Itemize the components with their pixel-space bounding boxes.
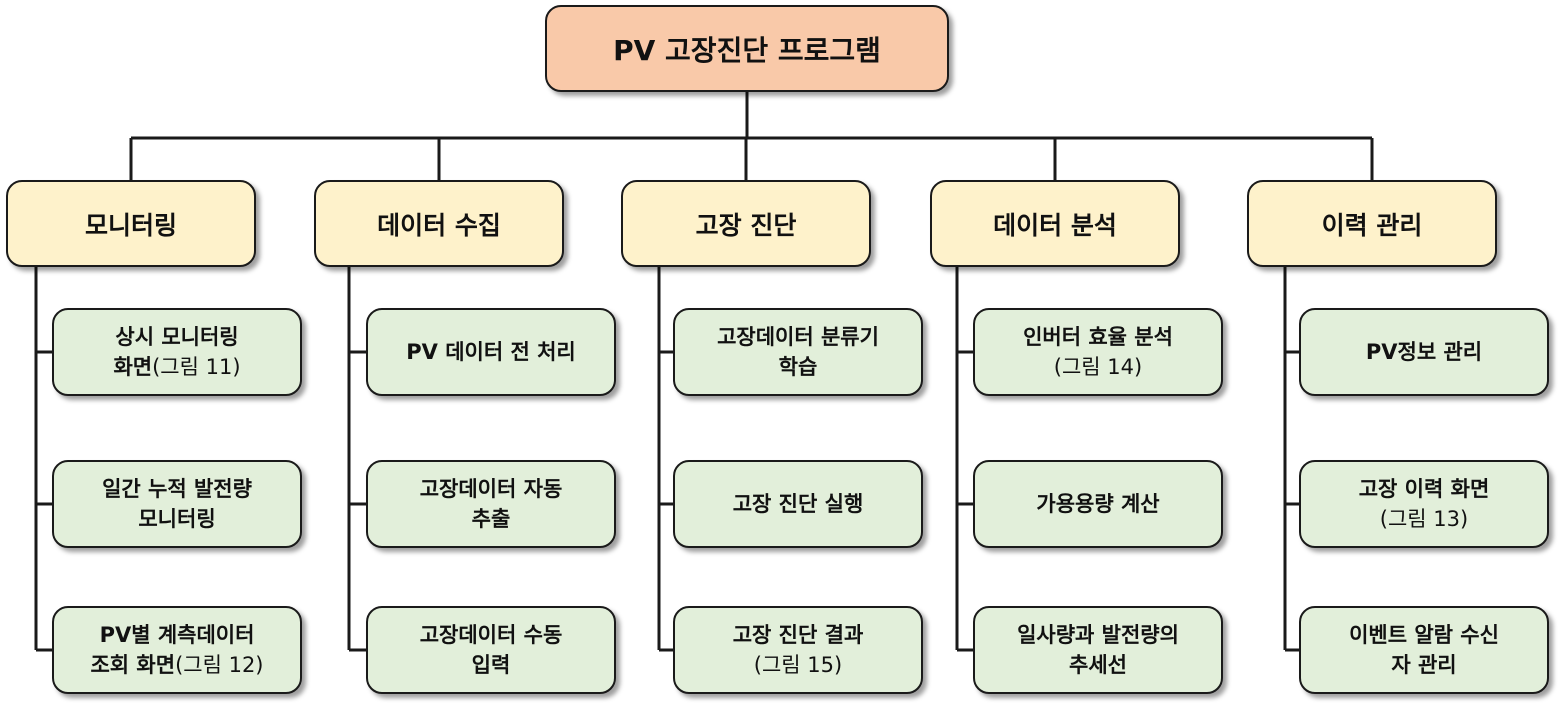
item-text-line: 고장데이터 분류기	[717, 322, 879, 352]
item-text-bold: 고장데이터 자동	[419, 477, 563, 501]
item-text-bold: 상시 모니터링	[115, 325, 239, 349]
item-text-line: 일간 누적 발전량	[102, 474, 252, 504]
category-box: 이력 관리	[1247, 180, 1497, 267]
item-text-bold: 일사량과 발전량의	[1017, 623, 1179, 647]
item-box: 인버터 효율 분석 (그림 14)	[973, 308, 1223, 396]
item-text-line: 화면(그림 11)	[113, 352, 240, 382]
item-text-bold: PV정보 관리	[1365, 340, 1483, 364]
item-text-line: 이벤트 알람 수신	[1349, 620, 1499, 650]
item-text-line: 학습	[779, 352, 818, 382]
category-label: 모니터링	[84, 210, 177, 240]
item-text-bold: 모니터링	[138, 507, 216, 531]
item-text-figure-ref: (그림 11)	[152, 355, 241, 379]
item-text-bold: 가용용량 계산	[1036, 492, 1160, 516]
item-text-line: 고장 이력 화면	[1359, 474, 1490, 504]
item-text-bold: 고장 진단 결과	[732, 623, 864, 647]
item-box: PV 데이터 전 처리	[366, 308, 616, 396]
item-text-line: PV정보 관리	[1366, 337, 1482, 367]
item-box: 고장 진단 결과 (그림 15)	[673, 606, 923, 694]
item-text-line: PV별 계측데이터	[100, 620, 255, 650]
item-text-line: (그림 14)	[1054, 352, 1142, 382]
item-text-bold: 화면	[113, 355, 153, 379]
item-text-line: 추세선	[1069, 650, 1127, 680]
item-text-figure-ref: (그림 12)	[175, 653, 264, 677]
item-text-bold: 조회 화면	[90, 653, 176, 677]
root-title: PV 고장진단 프로그램	[613, 33, 881, 67]
item-box: PV정보 관리	[1299, 308, 1549, 396]
item-text-bold: 고장데이터 분류기	[717, 325, 879, 349]
category-box: 데이터 분석	[930, 180, 1180, 267]
category-box: 모니터링	[6, 180, 256, 267]
category-label: 데이터 분석	[993, 210, 1117, 240]
item-text-bold: 고장데이터 수동	[419, 623, 563, 647]
item-text-figure-ref: (그림 13)	[1379, 507, 1469, 531]
item-text-line: 입력	[472, 650, 511, 680]
item-text-line: (그림 13)	[1380, 504, 1468, 534]
item-text-bold: 학습	[778, 355, 818, 379]
item-text-line: 조회 화면(그림 12)	[90, 650, 263, 680]
item-text-line: 인버터 효율 분석	[1023, 322, 1173, 352]
item-text-figure-ref: (그림 14)	[1053, 355, 1143, 379]
item-text-bold: PV별 계측데이터	[99, 623, 255, 647]
item-text-line: 모니터링	[138, 504, 215, 534]
item-text-bold: 인버터 효율 분석	[1023, 325, 1173, 349]
item-text-line: 고장 진단 결과	[733, 620, 864, 650]
item-text-line: 고장 진단 실행	[733, 489, 864, 519]
item-text-bold: 이벤트 알람 수신	[1349, 623, 1499, 647]
item-text-line: 상시 모니터링	[115, 322, 238, 352]
item-text-line: 일사량과 발전량의	[1017, 620, 1179, 650]
item-text-line: 고장데이터 자동	[420, 474, 563, 504]
category-box: 데이터 수집	[314, 180, 564, 267]
item-text-line: 추출	[472, 504, 511, 534]
item-text-bold: PV 데이터 전 처리	[406, 340, 576, 364]
item-text-bold: 고장 진단 실행	[732, 492, 864, 516]
category-box: 고장 진단	[621, 180, 871, 267]
item-box: 고장 이력 화면 (그림 13)	[1299, 460, 1549, 548]
item-text-bold: 입력	[471, 653, 511, 677]
root-program-box: PV 고장진단 프로그램	[545, 5, 949, 92]
item-text-line: 고장데이터 수동	[420, 620, 563, 650]
item-text-figure-ref: (그림 15)	[753, 653, 843, 677]
item-text-bold: 추세선	[1069, 653, 1127, 677]
item-text-line: PV 데이터 전 처리	[406, 337, 576, 367]
category-label: 데이터 수집	[377, 210, 501, 240]
item-text-line: 자 관리	[1391, 650, 1456, 680]
item-text-bold: 자 관리	[1391, 653, 1457, 677]
item-text-line: (그림 15)	[754, 650, 842, 680]
item-text-bold: 고장 이력 화면	[1358, 477, 1490, 501]
item-box: 가용용량 계산	[973, 460, 1223, 548]
item-text-line: 가용용량 계산	[1036, 489, 1159, 519]
item-text-bold: 일간 누적 발전량	[102, 477, 252, 501]
item-text-bold: 추출	[471, 507, 511, 531]
item-box: 고장 진단 실행	[673, 460, 923, 548]
category-label: 이력 관리	[1321, 210, 1423, 240]
category-label: 고장 진단	[695, 210, 797, 240]
